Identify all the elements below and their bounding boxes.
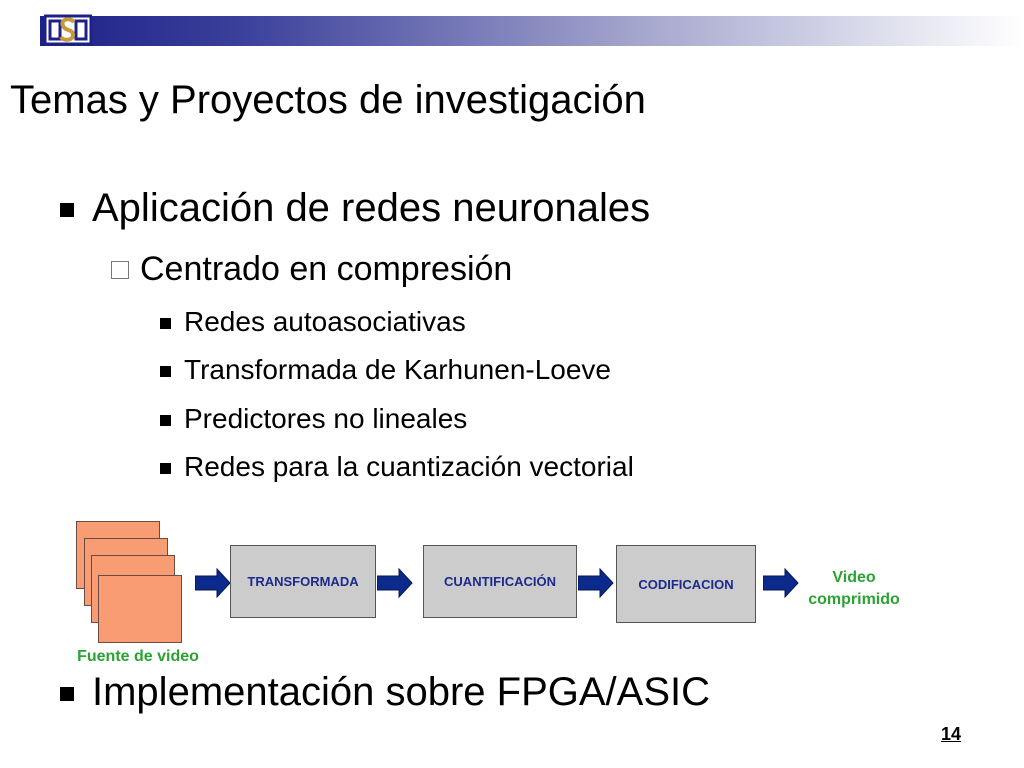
sub-bullet-compression: Centrado en compresión: [140, 250, 513, 288]
slide-title: Temas y Proyectos de investigación: [10, 78, 646, 122]
item-vector-quantization: Redes para la cuantización vectorial: [184, 451, 634, 482]
bullet-small-square: [160, 463, 171, 474]
video-frame: [98, 575, 182, 643]
source-label: Fuente de video: [77, 648, 199, 665]
bullet-neural-networks: Aplicación de redes neuronales: [92, 186, 651, 230]
page-number: 14: [941, 724, 962, 744]
bullet-small-square: [160, 415, 171, 426]
item-autoassociative: Redes autoasociativas: [184, 306, 466, 337]
bullet-small-square: [160, 366, 171, 377]
output-label-line2: comprimido: [808, 591, 900, 608]
arrow-right-icon: [377, 568, 413, 598]
bullet-square: [60, 203, 74, 217]
bullet-square: [60, 687, 74, 701]
arrow-right-icon: [578, 568, 614, 598]
item-nonlinear-predictors: Predictores no lineales: [184, 403, 468, 434]
block-coding: CODIFICACION: [616, 545, 756, 623]
block-quantization: CUANTIFICACIÓN: [423, 545, 577, 618]
arrow-right-icon: [763, 568, 799, 598]
header-gradient-bar: [40, 16, 1024, 46]
arrow-right-icon: [195, 568, 231, 598]
bullet-small-square: [160, 318, 171, 329]
block-transform: TRANSFORMADA: [230, 545, 376, 618]
university-logo-icon: [44, 14, 92, 46]
output-label-line1: Video: [832, 569, 876, 586]
item-karhunen-loeve: Transformada de Karhunen-Loeve: [184, 354, 611, 385]
hollow-square-bullet: [111, 261, 129, 279]
bullet-fpga-asic: Implementación sobre FPGA/ASIC: [92, 670, 711, 714]
output-label: Video comprimido: [786, 569, 922, 609]
